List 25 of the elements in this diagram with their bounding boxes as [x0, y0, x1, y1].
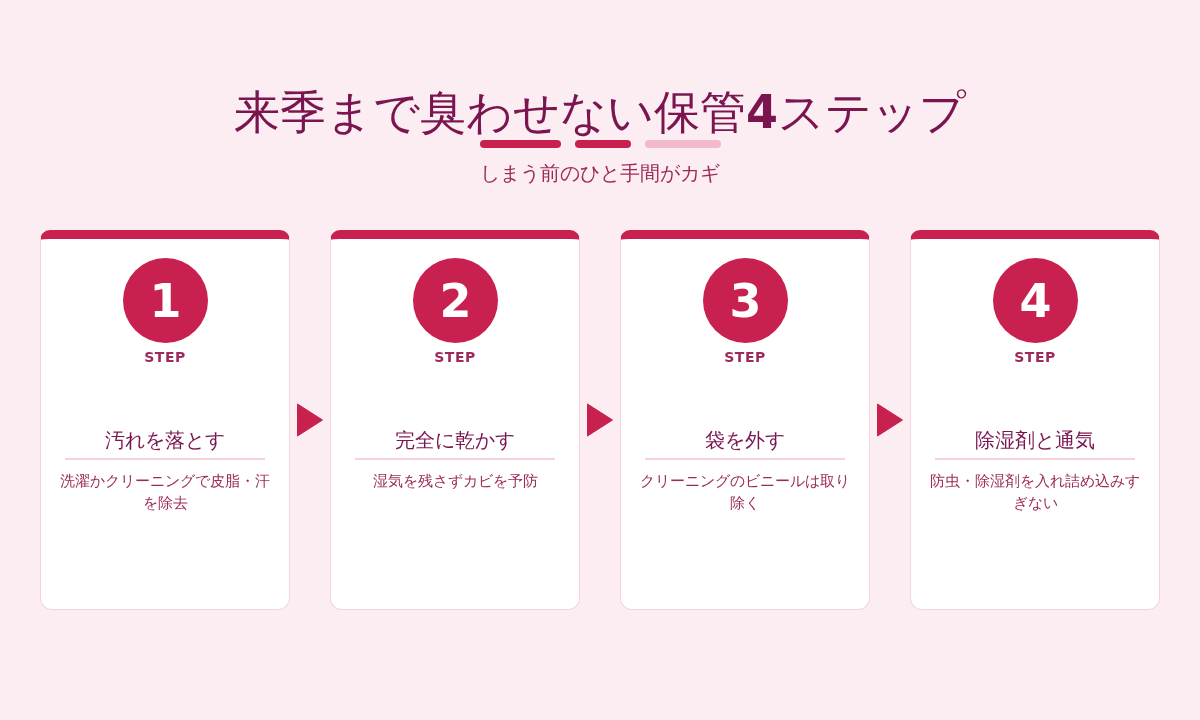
arrow: [587, 403, 613, 437]
step-description: 洗濯かクリーニングで皮脂・汗を除去: [60, 471, 270, 514]
step-heading: 除湿剤と通気: [935, 427, 1135, 460]
step-heading: 袋を外す: [645, 427, 845, 460]
arrow: [297, 403, 323, 437]
step-label: STEP: [433, 349, 477, 365]
step-label: STEP: [143, 349, 187, 365]
step-card: [620, 230, 870, 610]
step-number-circle: 2: [413, 258, 498, 343]
step-card: [330, 230, 580, 610]
step-card: [910, 230, 1160, 610]
step-label: STEP: [1013, 349, 1057, 365]
step-card: [40, 230, 290, 610]
step-description: クリーニングのビニールは取り除く: [640, 471, 850, 514]
step-heading: 汚れを落とす: [65, 427, 265, 460]
step-number-circle: 3: [703, 258, 788, 343]
step-description: 湿気を残さずカビを予防: [371, 471, 539, 492]
step-number-circle: 4: [993, 258, 1078, 343]
step-label: STEP: [723, 349, 767, 365]
step-description: 防虫・除湿剤を入れ詰め込みすぎない: [930, 471, 1140, 514]
arrow: [877, 403, 903, 437]
title: 来季まで臭わせない保管4ステップ: [233, 84, 968, 141]
step-heading: 完全に乾かす: [355, 427, 555, 460]
step-number-circle: 1: [123, 258, 208, 343]
subtitle: しまう前のひと手間がカギ: [479, 160, 721, 187]
